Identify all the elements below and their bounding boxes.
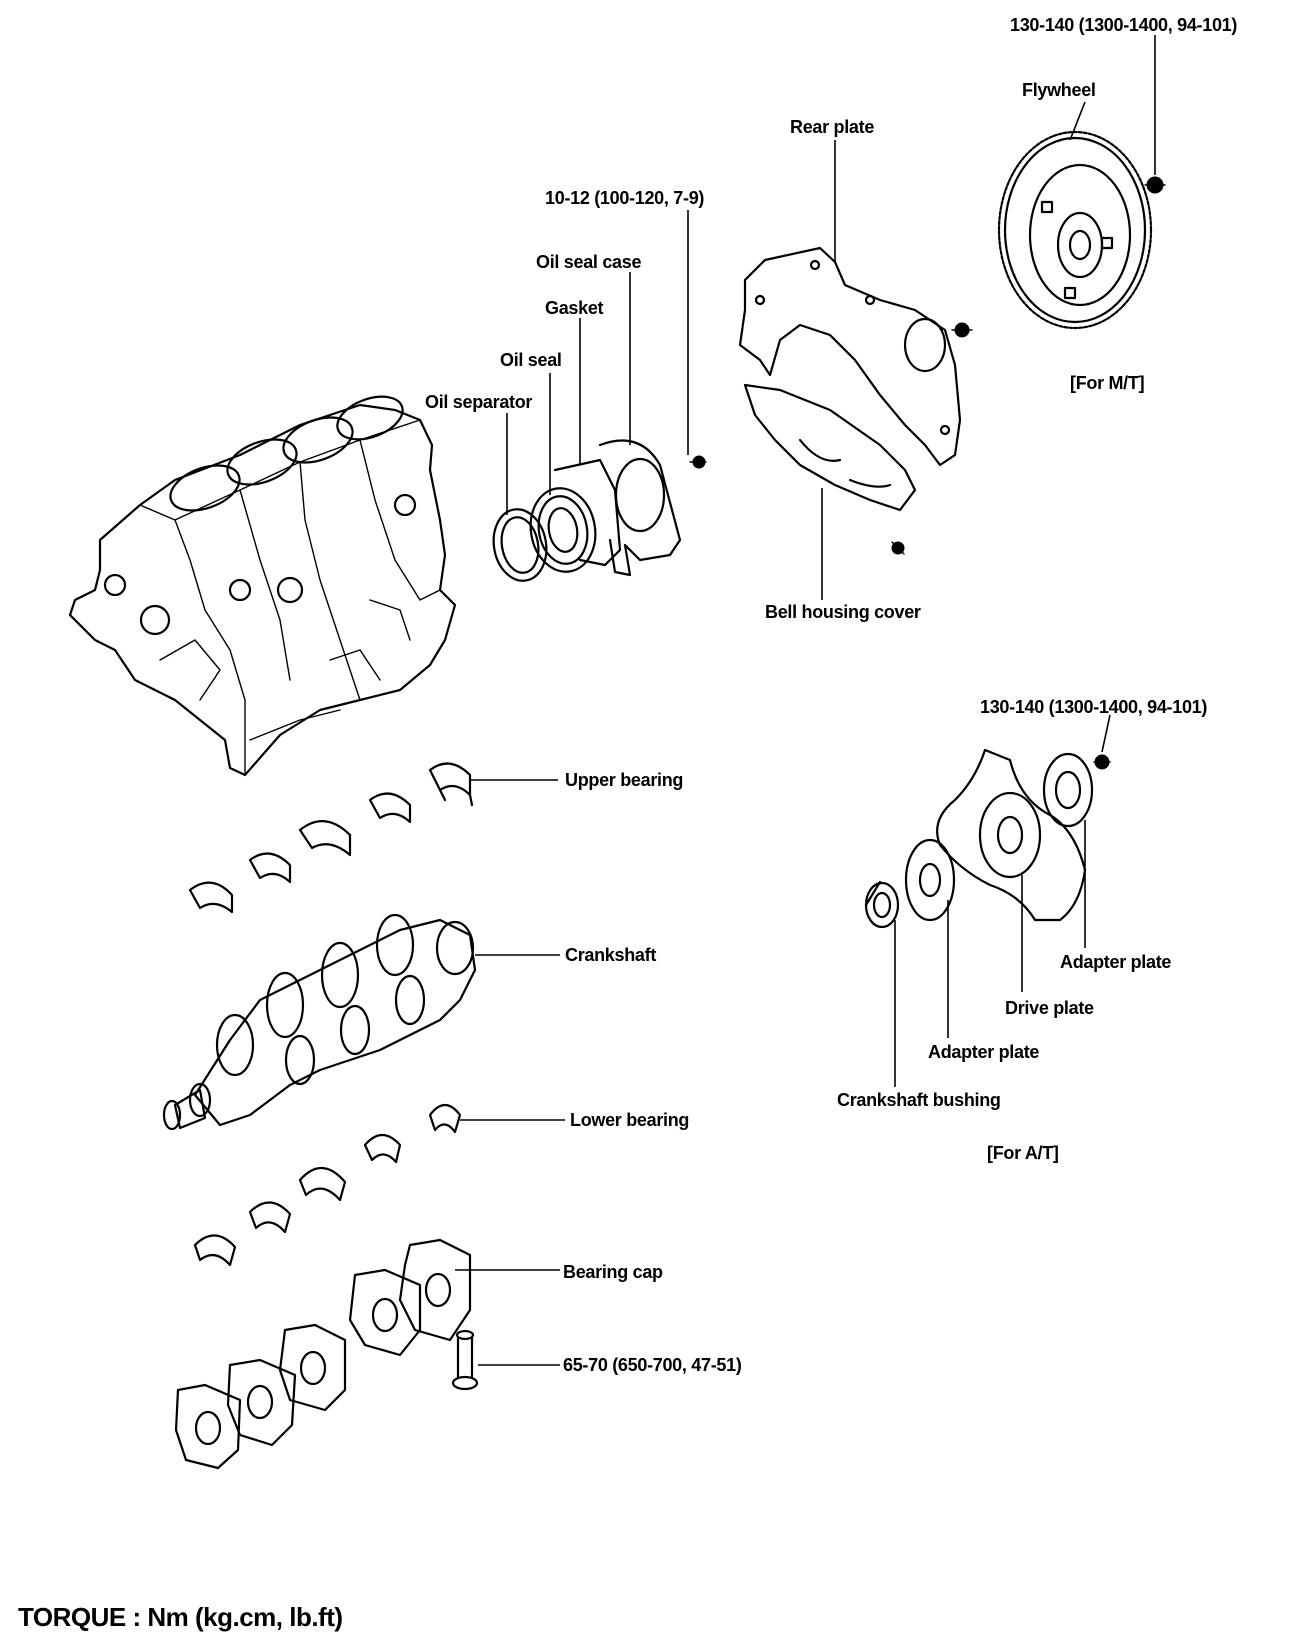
upper-bearings <box>188 762 474 914</box>
adapter-plate-rear-label: Adapter plate <box>1060 952 1172 972</box>
for-mt-label: [For M/T] <box>1070 373 1145 393</box>
rear-plate-label: Rear plate <box>790 117 875 137</box>
flywheel-label: Flywheel <box>1022 80 1096 100</box>
rear-plate <box>738 246 973 467</box>
oil-separator-label: Oil separator <box>425 392 533 412</box>
flywheel <box>997 130 1166 330</box>
gasket-label: Gasket <box>545 298 604 318</box>
bearing-cap-torque-label: 65-70 (650-700, 47-51) <box>563 1355 742 1375</box>
lower-bearing-label: Lower bearing <box>570 1110 690 1130</box>
for-at-label: [For A/T] <box>987 1143 1059 1163</box>
oil-seal-case-torque-label: 10-12 (100-120, 7-9) <box>545 188 705 208</box>
crankshaft-label: Crankshaft <box>565 945 657 965</box>
cylinder-block <box>68 395 457 777</box>
drive-plate-label: Drive plate <box>1005 998 1094 1018</box>
crankshaft-bushing-label: Crankshaft bushing <box>837 1090 1001 1110</box>
adapter-plate-front-label: Adapter plate <box>928 1042 1040 1062</box>
bearing-caps <box>174 1238 479 1470</box>
leader-lines <box>455 35 1156 1366</box>
lower-bearings <box>193 1103 462 1267</box>
bell-housing-cover <box>743 383 917 555</box>
drive-plate-assembly <box>864 748 1111 929</box>
flywheel-torque-label: 130-140 (1300-1400, 94-101) <box>1010 15 1238 35</box>
rear-oil-seal-assembly <box>492 439 707 582</box>
torque-units-note: TORQUE : Nm (kg.cm, lb.ft) <box>18 1602 343 1632</box>
oil-seal-label: Oil seal <box>500 350 562 370</box>
bell-housing-cover-label: Bell housing cover <box>765 602 921 622</box>
bearing-cap-label: Bearing cap <box>563 1262 663 1282</box>
upper-bearing-label: Upper bearing <box>565 770 684 790</box>
drive-plate-torque-label: 130-140 (1300-1400, 94-101) <box>980 697 1208 717</box>
oil-seal-case-label: Oil seal case <box>536 252 642 272</box>
crankshaft <box>162 913 477 1131</box>
